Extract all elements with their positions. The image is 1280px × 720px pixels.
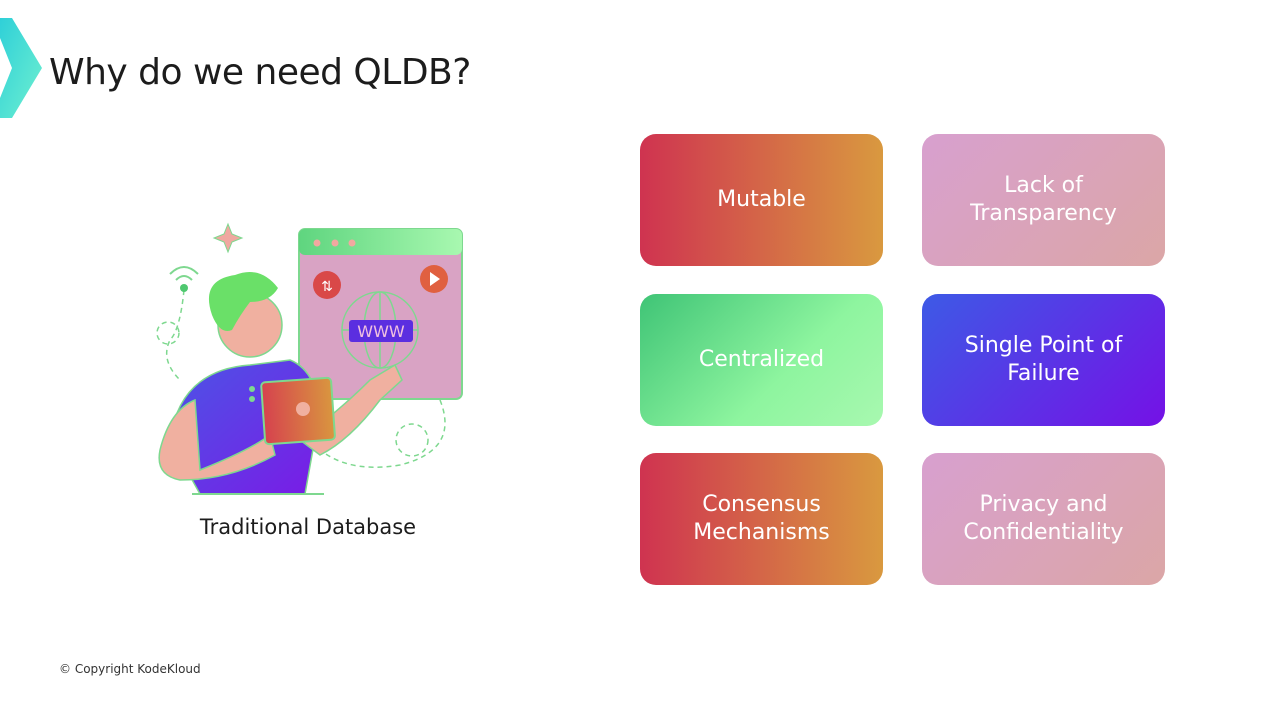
card-label: Lack of Transparency (970, 173, 1117, 226)
card-label: Mutable (717, 187, 806, 212)
card-label: Single Point of Failure (964, 333, 1123, 386)
page-title: Why do we need QLDB? (49, 52, 471, 93)
card-label: Centralized (698, 347, 825, 372)
card-mutable: Mutable (640, 134, 883, 266)
card-consensus-mechanisms: Consensus Mechanisms (640, 453, 883, 585)
card-single-point-of-failure: Single Point of Failure (922, 294, 1165, 426)
copyright-footer: © Copyright KodeKloud (59, 662, 201, 676)
svg-text:⇅: ⇅ (321, 279, 333, 295)
traditional-database-illustration: ⇅ WWW (156, 222, 463, 495)
card-label: Privacy and Confidentiality (963, 492, 1124, 545)
www-label: WWW (357, 322, 405, 341)
card-centralized: Centralized (640, 294, 883, 426)
illustration-caption: Traditional Database (199, 515, 417, 539)
logo-chevron (0, 18, 42, 118)
card-label: Consensus Mechanisms (693, 492, 830, 545)
card-lack-of-transparency: Lack of Transparency (922, 134, 1165, 266)
card-privacy-and-confidentiality: Privacy and Confidentiality (922, 453, 1165, 585)
